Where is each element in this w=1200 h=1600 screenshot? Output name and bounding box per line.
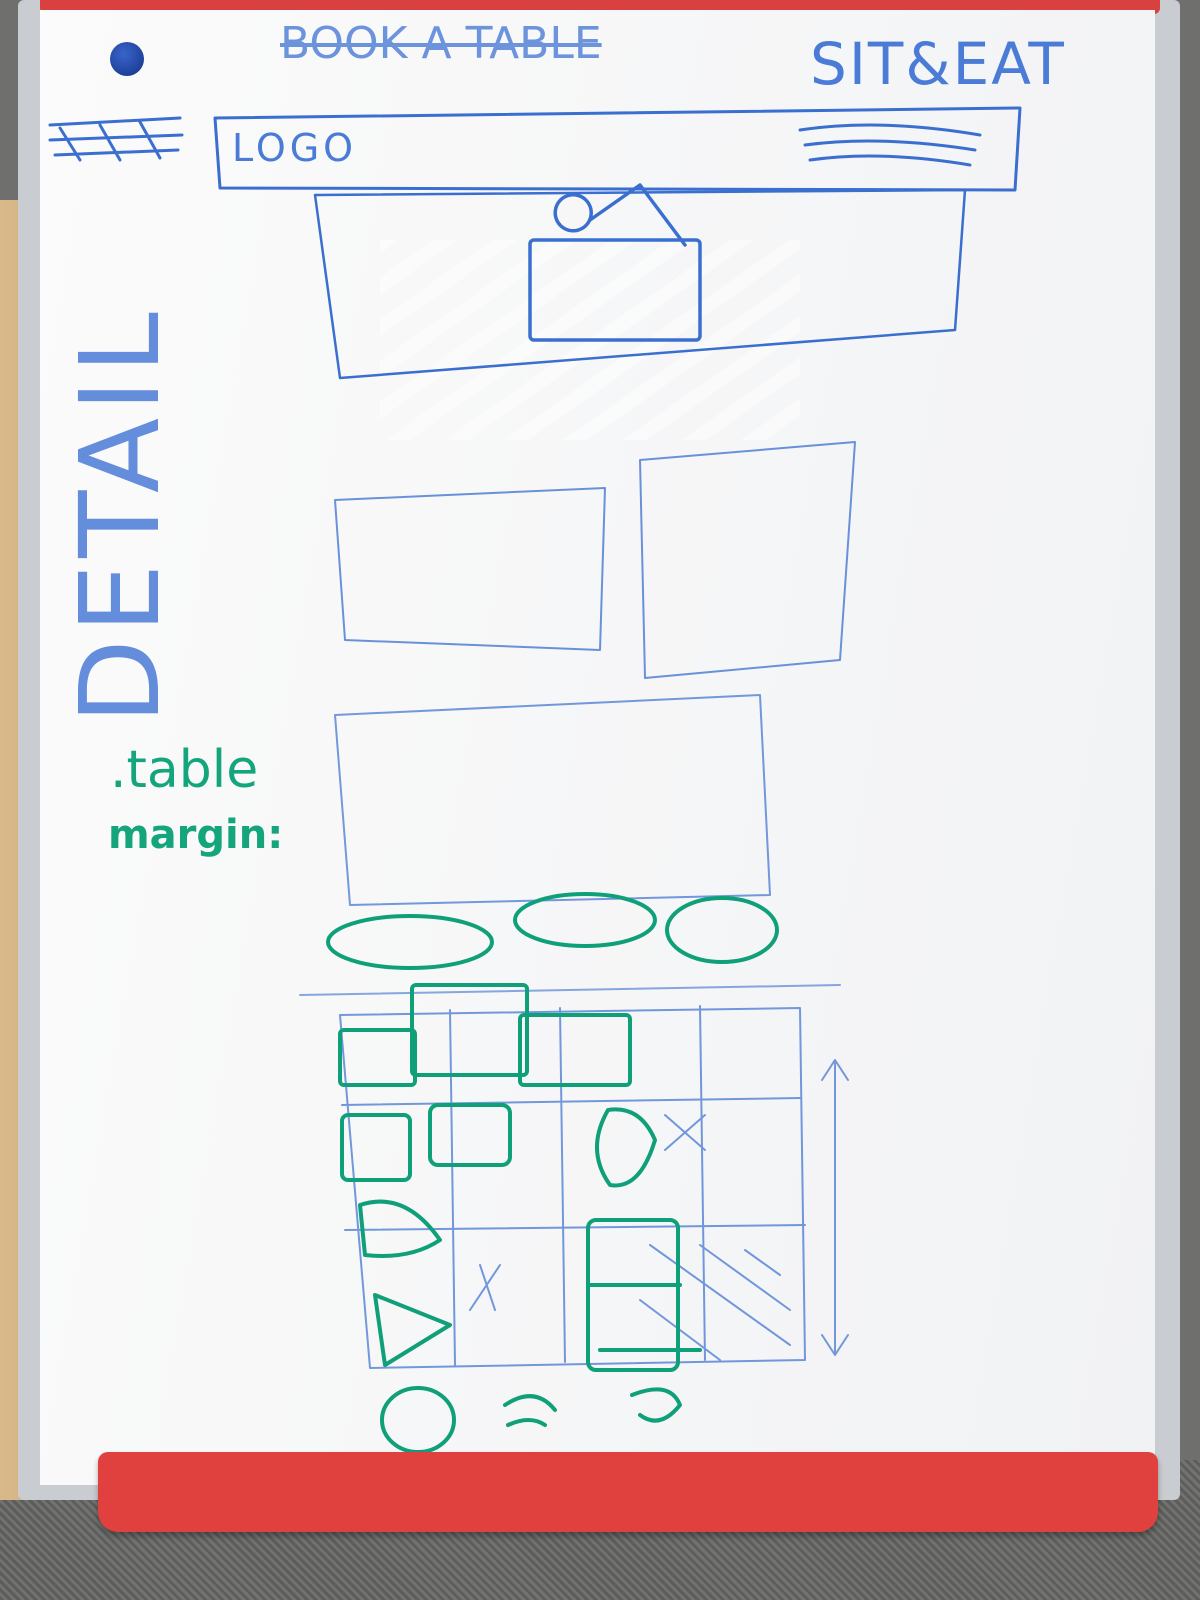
menu-icon — [798, 123, 982, 167]
image-placeholder-icon — [528, 183, 702, 342]
scribbled-nav-icon — [48, 116, 184, 162]
seat-grid — [339, 1005, 806, 1369]
marker-tray — [98, 1452, 1158, 1532]
content-box-right — [639, 441, 856, 679]
filter-pills — [326, 892, 779, 970]
whiteboard-surface — [40, 10, 1155, 1485]
css-note-selector: .table — [110, 740, 259, 800]
blue-magnet — [110, 42, 144, 76]
content-box-left — [334, 487, 606, 651]
app-title: SIT&EAT — [810, 30, 1066, 98]
header-bar-sketch — [213, 106, 1022, 192]
content-box-wide — [334, 694, 771, 906]
hero-image-box — [313, 188, 967, 380]
scroll-arrow — [821, 1059, 849, 1356]
header-logo-label: LOGO — [232, 126, 358, 170]
table-shapes — [338, 983, 702, 1454]
floor-line — [299, 984, 841, 996]
css-note-property: margin: — [108, 812, 284, 858]
crossed-title: BOOK A TABLE — [280, 18, 602, 69]
